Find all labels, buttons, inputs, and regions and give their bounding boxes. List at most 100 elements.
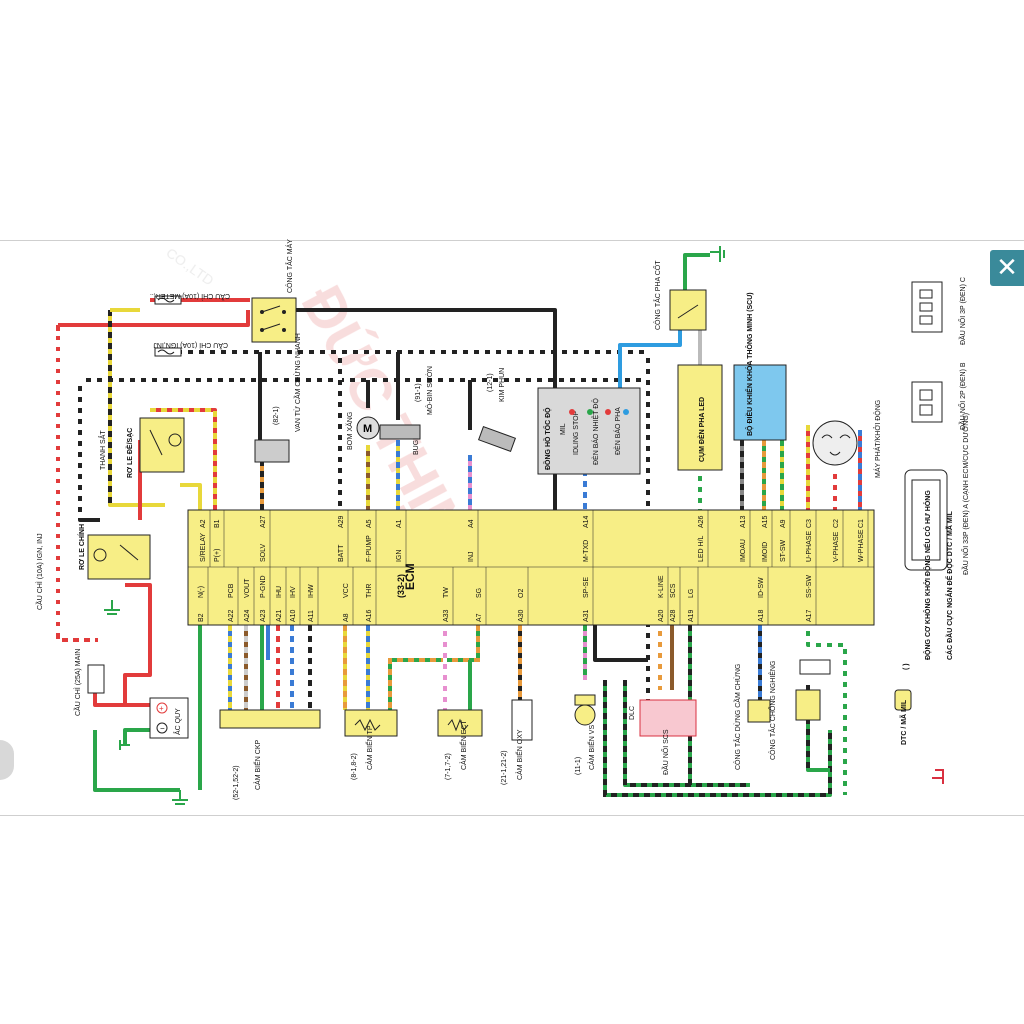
wire-r-br-2 [58,310,250,327]
ecm-code: (33-2) [396,574,406,598]
wire-bl-w-vs [593,625,648,662]
ecm-bottom-pin-name: IHU [276,586,283,598]
ecm-bottom-pin-name: PCB [228,583,235,598]
ecm-bottom-pin-name: IHW [308,584,315,598]
fuel-pump [356,416,380,440]
ecm-bottom-pin-name: LG [688,589,695,598]
vs-code: (11-1) [575,757,582,775]
dlc-connector [639,699,697,737]
ecm-top-pin-id: A4 [468,519,475,528]
ecm-top-pin-name: F-PUMP [366,535,373,562]
ecm-bottom-pin-id: A23 [260,609,267,622]
vs-sensor [574,704,596,726]
ecm-bottom-pin-id: A18 [758,609,765,622]
ecm-bottom-pin-id: A17 [806,609,813,622]
dlc-label: DLC [629,706,636,720]
ignition-switch [251,297,297,343]
ecm-bottom-pin-name: THR [366,584,373,598]
ecm-bottom-pin-id: B2 [198,613,205,622]
ect-label: CẢM BIẾN ECT [458,719,468,770]
fuel-pump-label: BƠM XĂNG [345,412,354,450]
ecm-top-pin-id: A27 [260,515,267,528]
generator [812,420,858,466]
dau-noi-33p-label: ĐẦU NỐI 33P (ĐEN) A (CẠNH ECM/CỰC DƯƠNG) [960,413,970,575]
legend-short: CÁC ĐẦU CỰC NGẮN ĐỂ ĐỌC DTC / MÃ MIL [944,510,954,660]
ecm-top-pin-name: S/RELAY [200,533,207,562]
wire-y-b [108,310,165,507]
ecm-bottom-pin-name: K-LINE [658,575,665,598]
ecm-bottom-pin-name: N(-) [198,586,205,598]
ecm-top-pin-id: C2 [833,519,840,528]
ecm-top-pin-name: SOLV [260,544,267,562]
ecm-bottom-pin-id: A24 [244,609,251,622]
start-charge-relay [139,417,185,473]
ecm-top-pin-name: LED H/L [698,535,705,562]
main-fuse [87,664,105,694]
fuse-meter [154,295,182,305]
close-button[interactable]: ✕ [990,250,1024,286]
mobin-code: (91-1) [415,383,422,402]
ecm-top-pin-name: W-PHASE [858,529,865,562]
main-fuse-label: CẦU CHÌ (25A) MAIN [72,649,82,716]
wire-r-y [150,408,217,510]
ecm-top-pin-id: A5 [366,519,373,528]
wire-y-srelay [180,483,202,510]
start-relay-label: RƠ LE ĐỀ/SẠC [124,428,134,478]
ss-connector [799,659,831,675]
led-label: CỤM ĐÈN PHA LED [697,397,706,462]
ecm-bottom-pin-name: P-GND [260,575,267,598]
ecm-bottom-pin-name: VCC [343,583,350,598]
ecm-bottom-pin-name: TW [443,587,450,598]
pha-cot-label: CÔNG TẮC PHA CỐT [652,260,662,330]
ecm-bottom-pin-name: SS-SW [806,575,813,598]
vs-label: CẢM BIẾN VS [586,725,596,770]
ecm-top-pins: A2S/RELAYB1P(+)A27SOLVA29BATTA5F-PUMPA1I… [200,510,869,567]
ecm-bottom-pin-id: A28 [670,609,677,622]
ecm-top-pin-name: BATT [338,544,345,562]
main-relay-label: RƠ LE CHÍNH [77,524,86,570]
headlight-switch [669,289,707,331]
van-tu-code: (82-1) [273,406,280,425]
ecm-top-pin-id: A29 [338,515,345,528]
ecm-top-pin-id: A9 [780,519,787,528]
ecm-bottom-pin-name: SP-SE [583,577,590,598]
ecm-top-pin-id: A1 [396,519,403,528]
ect-sensor [437,709,483,737]
legend-dtc: DTC / MÃ MIL [899,699,908,745]
main-relay [87,534,151,580]
ecm-bottom-pin-id: A19 [688,609,695,622]
fuse-meter-label: CẦU CHÌ (10A) METER,.. [150,292,230,302]
ecm-bottom-pin-name: O2 [518,589,525,598]
may-phat-label: MÁY PHÁT/KHỞI ĐỘNG [873,400,882,478]
ecm-bottom-pin-id: A7 [476,613,483,622]
ecm-top-pin-id: C1 [858,519,865,528]
mil-label: MIL [560,423,567,435]
watermark-small: CO.,LTD [163,244,217,288]
ecm-bottom-pin-name: IHV [290,586,297,598]
ecm-block [187,509,875,626]
wire-g-o-top [683,253,710,290]
ecm-bottom-pin-id: A21 [276,609,283,622]
den-pha-label: ĐÈN BÁO PHA [613,407,622,455]
ecm-bottom-pin-name: VOUT [244,578,251,598]
van-tu-label: VAN TỪ CẦM CHỪNG NHANH [292,333,302,432]
ecm-top-pin-id: A2 [200,519,207,528]
side-tab[interactable] [0,740,14,780]
fuse-ign-inj [154,347,182,357]
wire-g-ground [93,730,180,792]
connector-2p [911,381,943,423]
svg-text:−: − [160,724,165,733]
wire-g-bl-2-d [623,680,750,787]
ecm-top-pin-name: P(+) [214,549,221,562]
mobin-label: MÔ-BIN SƯỜN [425,366,434,415]
ecm-bottom-pin-id: A31 [583,609,590,622]
ecm-top-pin-name: IGN [396,550,403,562]
ecm-bottom-pin-id: A33 [443,609,450,622]
connector-33p [904,469,948,571]
led-headlight [677,364,723,471]
ignition-switch-label: CÔNG TẮC MÁY [285,239,294,293]
battery [149,697,189,739]
tilt-switch [795,689,821,721]
legend-dtc-icon [894,689,912,711]
ckp-code: (52-1,52-2) [233,765,240,800]
